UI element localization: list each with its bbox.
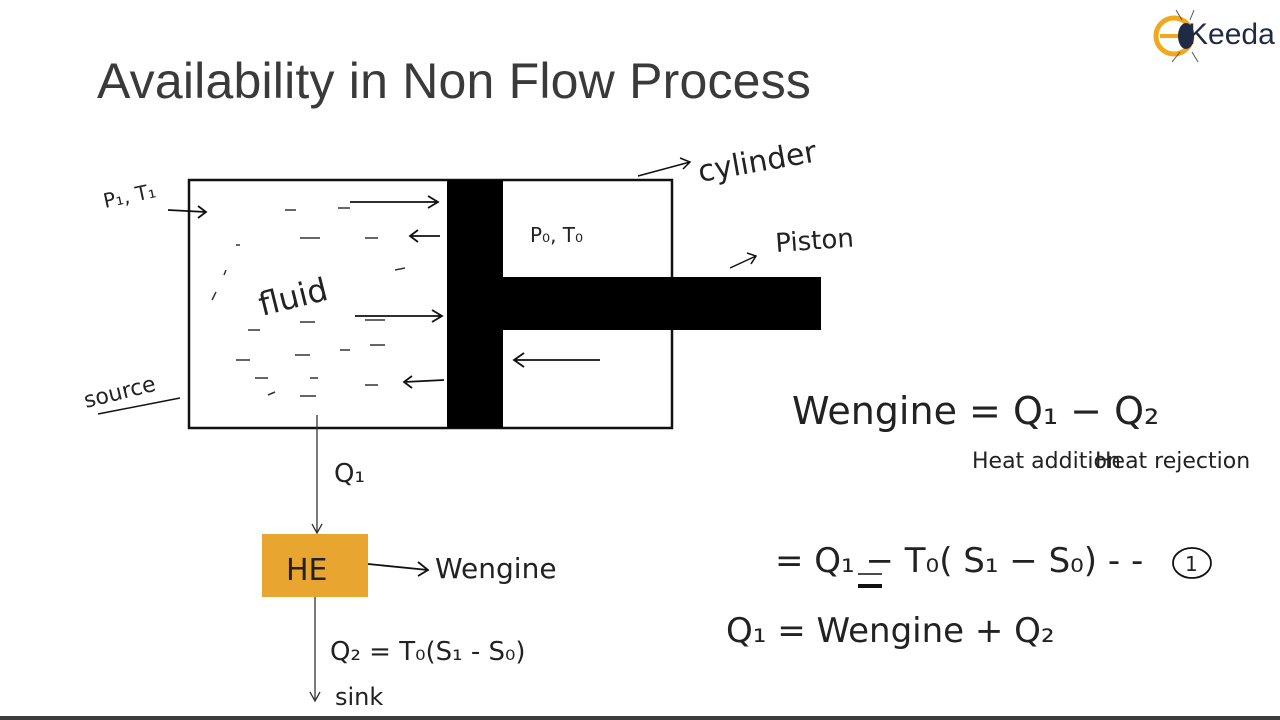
equation-number-circle	[1172, 547, 1212, 579]
label-pointers	[97, 157, 758, 415]
piston-label: Piston	[774, 224, 854, 259]
equation-number: 1	[1185, 552, 1198, 576]
sink-label: sink	[335, 683, 383, 711]
heat-engine-box	[262, 534, 368, 597]
work-output-label: Wengine	[435, 552, 557, 585]
heat-rejection-label: Heat rejection	[1095, 449, 1250, 474]
logo-text: Keeda	[1188, 18, 1275, 51]
q1-label: Q₁	[334, 459, 365, 489]
equation-line-2: = Q₁ − T₀( S₁ − S₀) - -	[775, 541, 1143, 581]
cylinder-label: cylinder	[695, 134, 820, 189]
fluid-label: fluid	[255, 270, 332, 324]
he-label: HE	[286, 553, 328, 588]
equation-line-3: Q₁ = Wengine + Q₂	[726, 611, 1055, 651]
surroundings-state-label: P₀, T₀	[530, 223, 583, 247]
fluid-pressure-arrows	[167, 195, 600, 389]
heat-addition-label: Heat addition	[972, 449, 1121, 474]
fluid-particles	[211, 207, 406, 397]
ekeeda-logo	[1153, 9, 1199, 63]
q2-equation-label: Q₂ = T₀(S₁ - S₀)	[330, 637, 526, 667]
inlet-state-label: P₁, T₁	[101, 178, 158, 213]
piston-rod	[503, 277, 821, 330]
logo-bug-body	[1178, 23, 1194, 49]
work-output-arrow	[367, 561, 430, 577]
source-label: source	[81, 372, 158, 414]
slide-title: Availability in Non Flow Process	[97, 53, 812, 109]
bottom-border	[0, 716, 1280, 720]
piston-head	[447, 180, 503, 428]
equation-line-1: Wengine = Q₁ − Q₂	[792, 389, 1159, 433]
